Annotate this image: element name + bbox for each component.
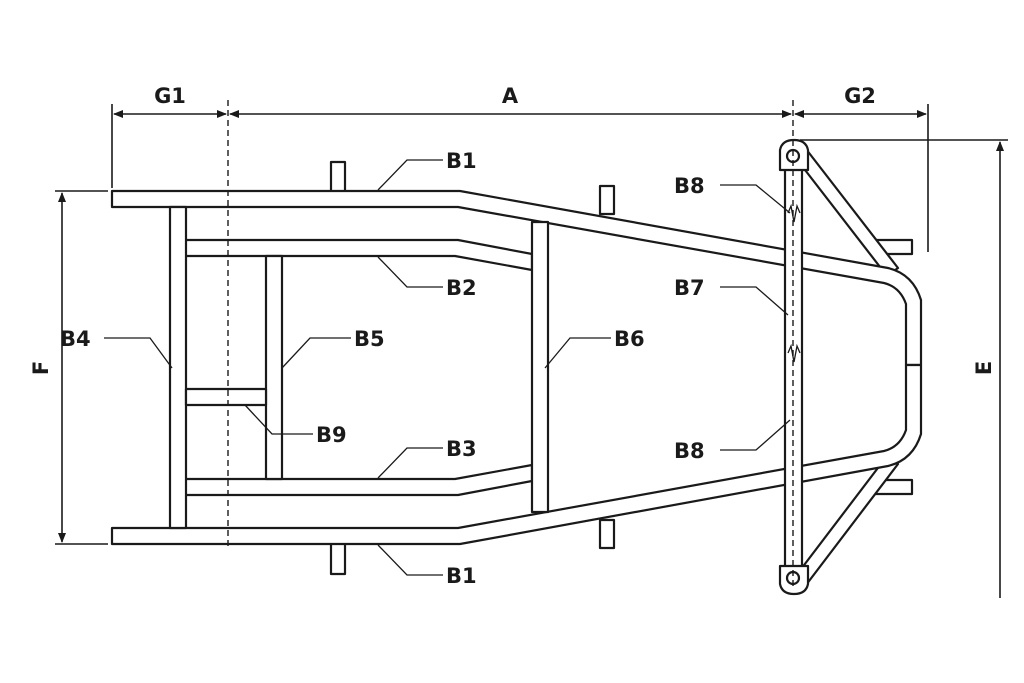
member-label-b9: B9	[316, 423, 347, 447]
inner-rail-b2	[170, 238, 534, 272]
dimension-label-e: E	[972, 361, 996, 375]
dimension-lines	[55, 104, 1008, 598]
member-label-b4: B4	[60, 327, 91, 351]
member-label-b5: B5	[354, 327, 385, 351]
cross-member-b9	[184, 387, 268, 407]
member-label-b1-top: B1	[446, 149, 477, 173]
member-label-b1-bottom: B1	[446, 564, 477, 588]
cross-member-b4	[168, 205, 188, 530]
dimension-label-g2: G2	[844, 84, 876, 108]
cross-member-b6	[530, 220, 550, 514]
member-label-b8-top: B8	[674, 174, 705, 198]
dimension-label-g1: G1	[154, 84, 186, 108]
main-rail-b1-bottom	[110, 363, 923, 546]
member-label-b6: B6	[614, 327, 645, 351]
dimension-label-f: F	[29, 361, 53, 375]
member-label-b2: B2	[446, 276, 477, 300]
member-label-b3: B3	[446, 437, 477, 461]
dimension-label-a: A	[502, 84, 519, 108]
inner-rail-b3	[170, 463, 534, 497]
member-label-b7: B7	[674, 276, 705, 300]
cross-member-b5	[264, 254, 284, 481]
member-label-b8-bottom: B8	[674, 439, 705, 463]
front-braces	[793, 147, 900, 587]
leader-lines	[104, 159, 791, 576]
